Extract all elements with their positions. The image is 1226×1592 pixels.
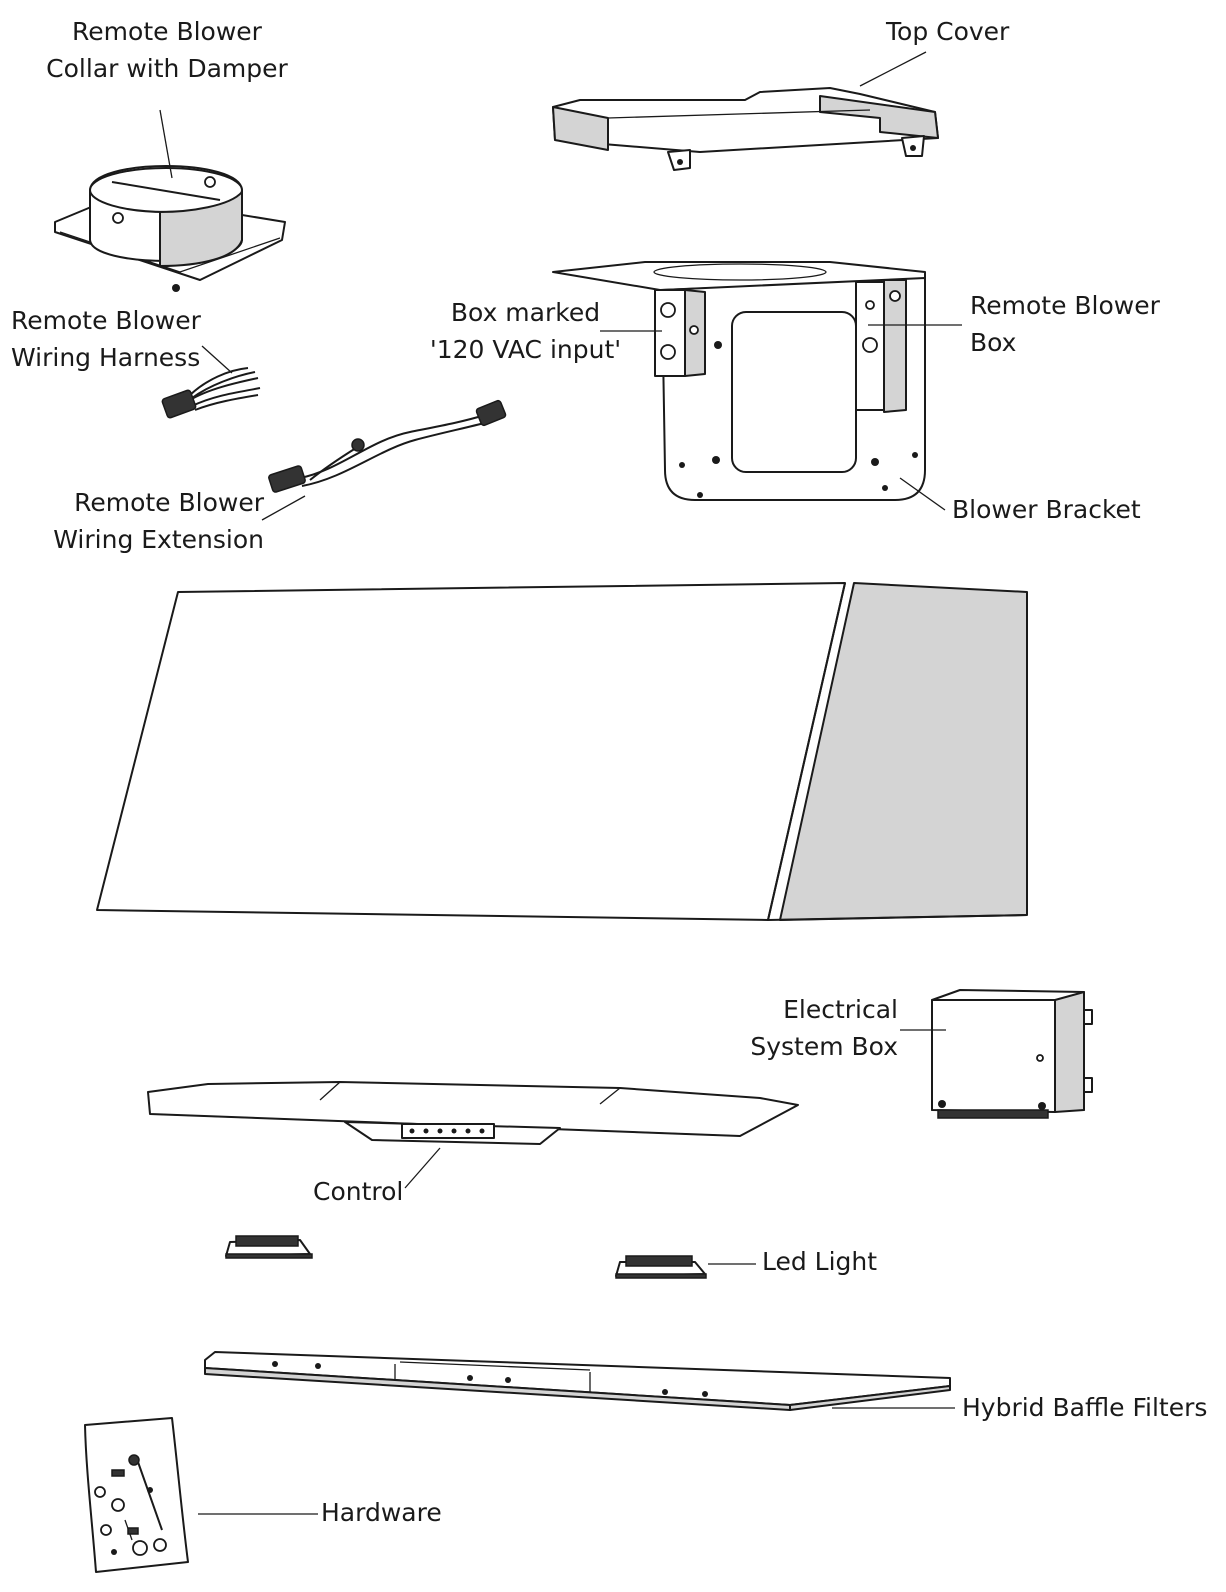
led-light-label: Led Light [762,1247,878,1276]
collar-with-damper-part [54,165,286,292]
blower-bracket-leader-line [899,477,946,511]
led-light-left-part [225,1235,313,1259]
control-leader-line [404,1147,441,1189]
blower-box-label-line-1: Remote Blower [970,291,1160,320]
electrical-label-line-1: Electrical [783,995,898,1024]
blower-bracket-label: Blower Bracket [952,495,1141,524]
harness-label-line-2: Wiring Harness [11,343,201,372]
baffle-filters-label: Hybrid Baffle Filters [962,1393,1208,1422]
blower-box-label-line-2: Box [970,328,1017,357]
hood-body-part [96,582,1028,921]
wiring-harness-label: Remote Blower Wiring Harness [11,302,201,376]
harness-label-line-1: Remote Blower [11,306,201,335]
wiring-extension-part [268,399,507,493]
wiring-extension-label: Remote Blower Wiring Extension [20,484,264,558]
collar-leader-line [159,109,173,179]
electrical-system-box-part [931,989,1093,1119]
top-cover-leader-line [859,51,927,87]
hardware-label: Hardware [321,1498,442,1527]
electrical-label-line-2: System Box [750,1032,898,1061]
led-light-right-part [615,1255,707,1279]
collar-label-line-1: Remote Blower [72,17,262,46]
top-cover-label: Top Cover [886,17,1010,46]
top-cover-part [552,87,939,171]
extension-leader-line [261,495,306,521]
blower-bracket-part [552,261,926,501]
baffle-filters-part [204,1351,951,1411]
box-marked-label: Box marked '120 VAC input' [408,294,643,368]
control-label: Control [313,1177,404,1206]
blower-box-label: Remote Blower Box [970,287,1160,361]
wiring-harness-part [161,367,261,419]
box-marked-label-line-2: '120 VAC input' [429,335,622,364]
hardware-bag-part [84,1417,189,1573]
electrical-system-box-label: Electrical System Box [720,991,898,1065]
box-marked-label-line-1: Box marked [450,298,601,327]
collar-with-damper-label: Remote Blower Collar with Damper [22,13,312,87]
collar-label-line-2: Collar with Damper [46,54,288,83]
extension-label-line-2: Wiring Extension [53,525,264,554]
extension-label-line-1: Remote Blower [74,488,264,517]
control-panel-part [147,1081,799,1145]
harness-leader-line [201,345,233,374]
